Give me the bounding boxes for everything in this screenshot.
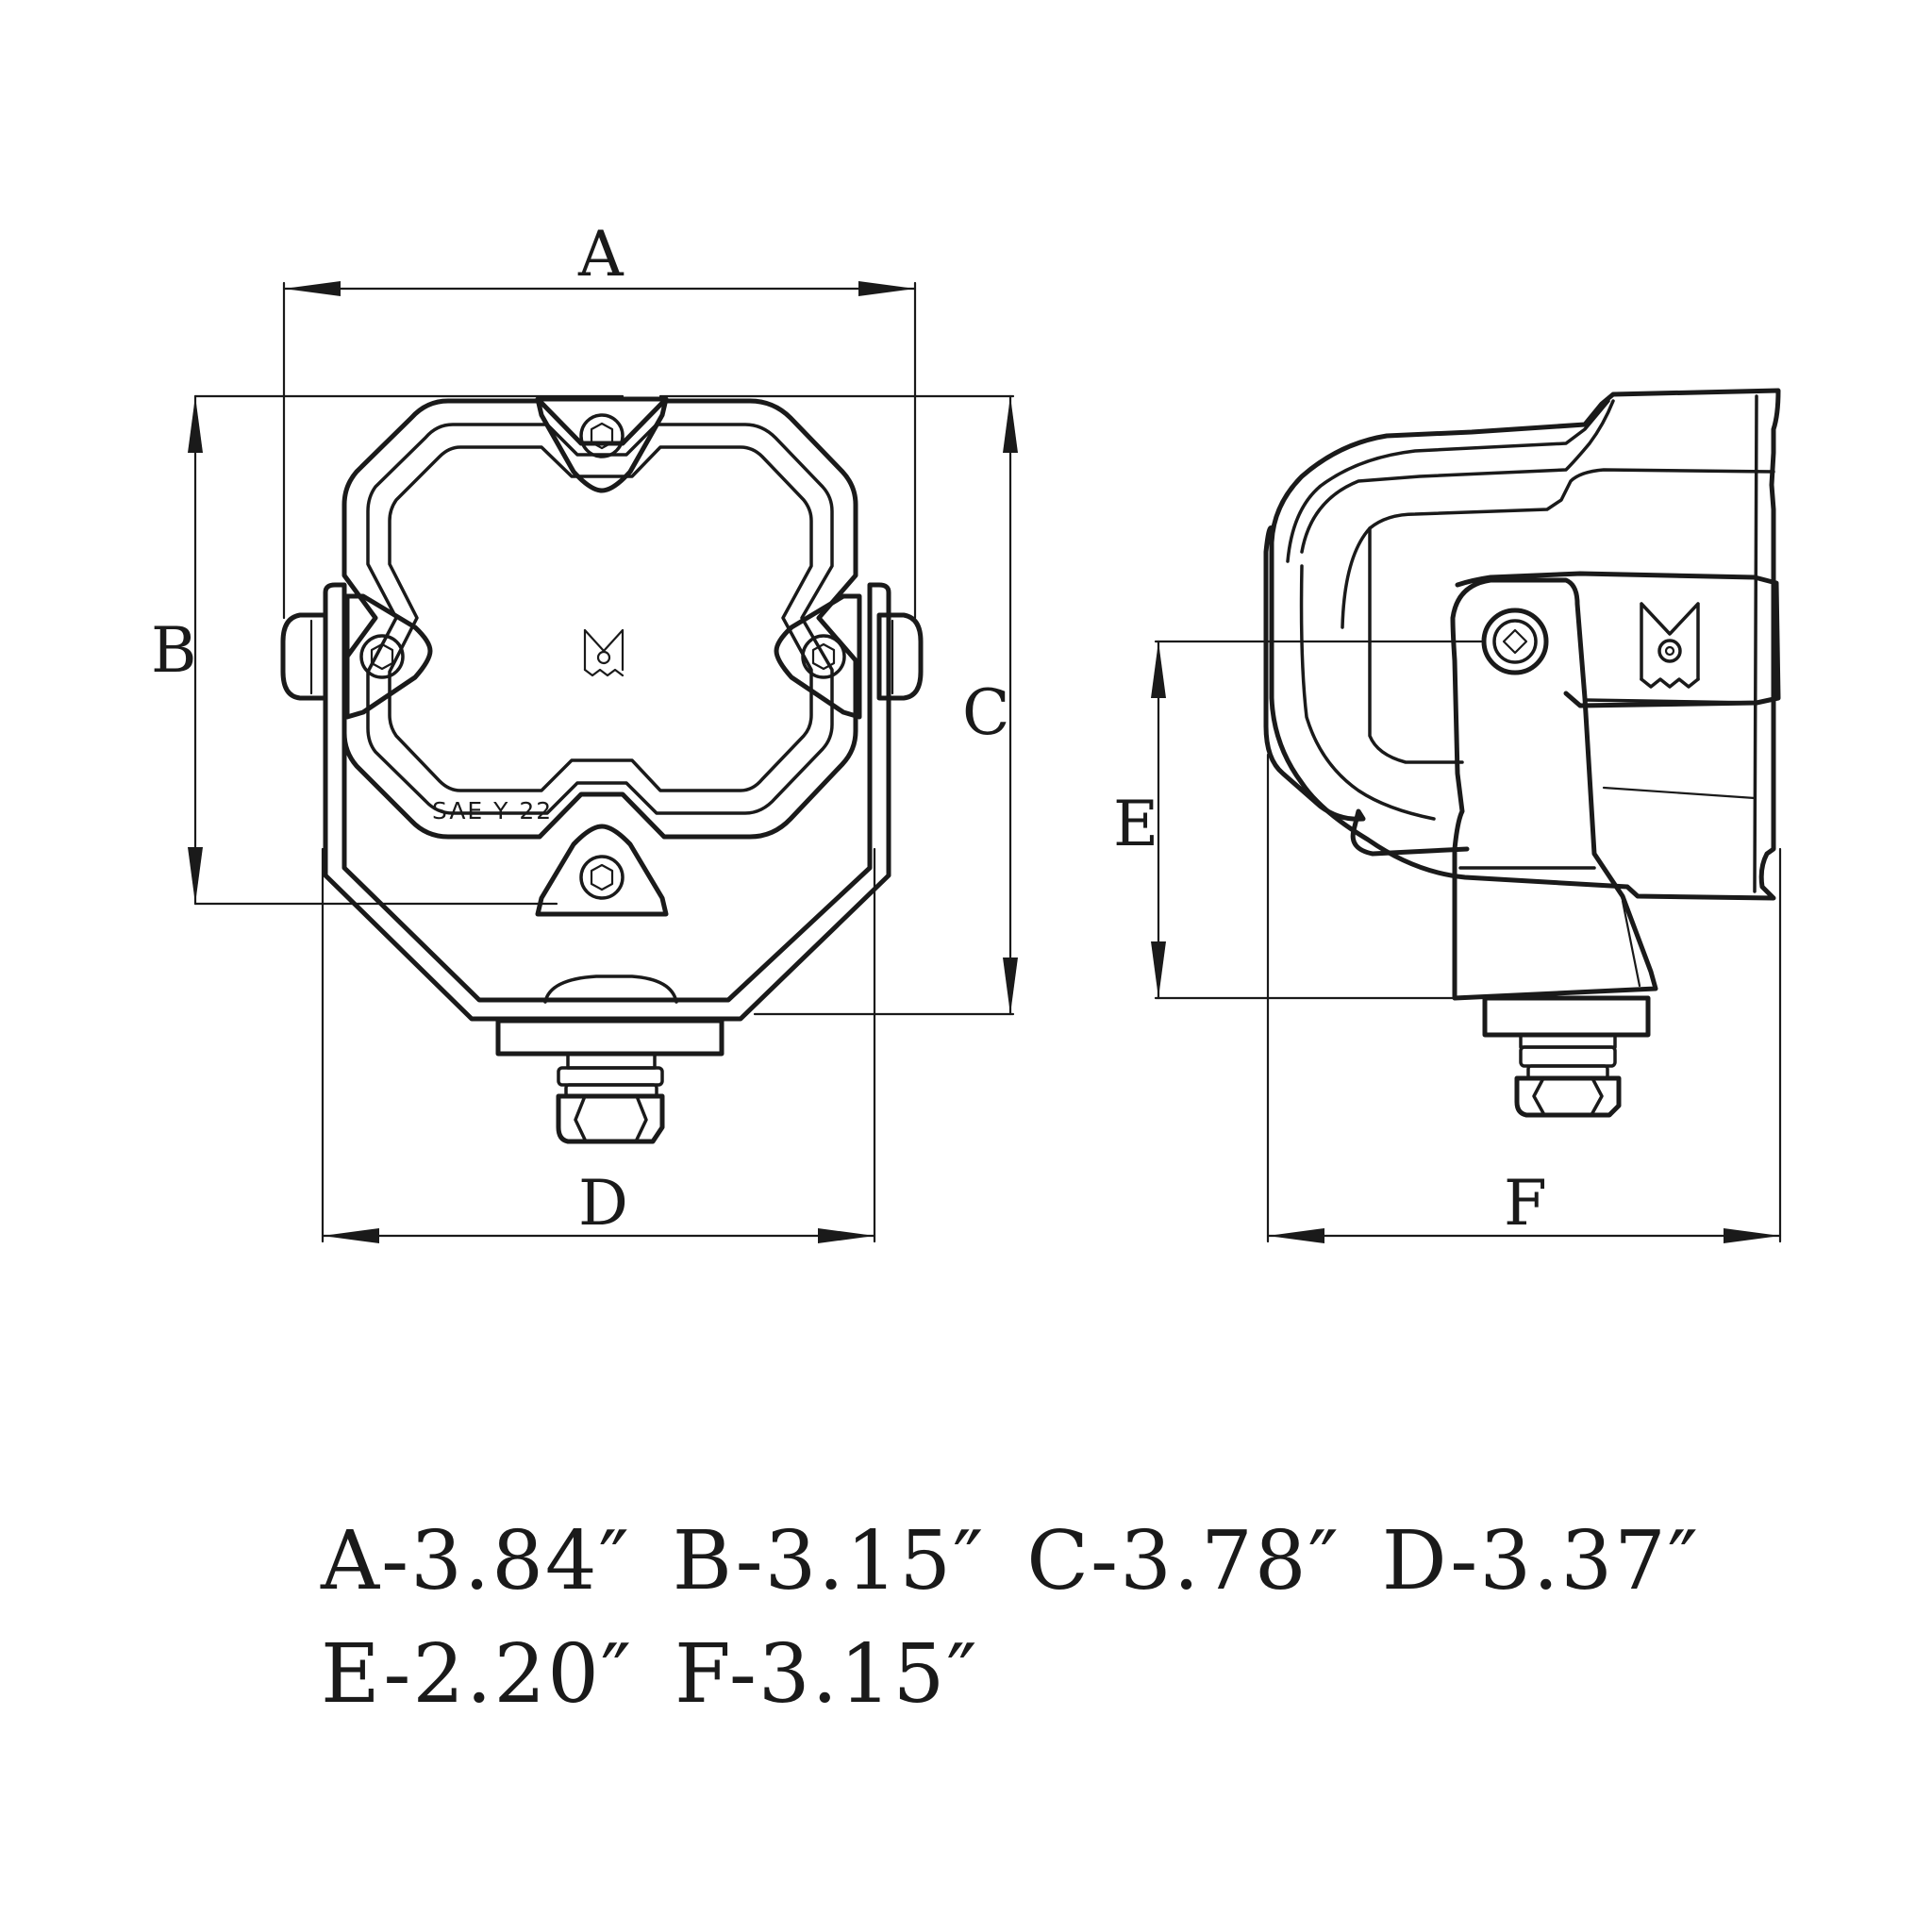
legend-d: D-3.37″ [1381,1514,1700,1608]
front-logo-icon [583,628,625,677]
dimension-e-label: E [1113,788,1158,860]
front-nut-icon [556,1093,665,1144]
side-base-plate [1482,995,1651,1038]
front-lens [388,445,813,792]
bottom-screw-icon [579,855,625,900]
front-bracket-bump [543,974,678,1004]
legend-a: A-3.84″ [321,1514,631,1608]
front-bracket [323,582,891,1022]
sae-marking-text: SAE Y 22 [432,797,553,824]
left-side-knob [280,612,328,701]
top-mount-tab [535,396,669,493]
side-bracket-arm [1450,577,1658,1001]
dimension-d-label: D [578,1167,628,1240]
side-hood-top [1286,399,1610,563]
dimension-f-label: F [1504,1167,1547,1240]
side-pivot-bolt-icon [1481,608,1549,675]
side-lens-curve [1300,399,1615,554]
side-body-outline [1269,388,1781,901]
right-mount-tab [774,593,862,720]
front-inner-bezel [366,423,834,815]
right-side-knob [876,612,924,701]
front-base-plate [495,1018,724,1057]
side-view [1263,388,1781,1118]
legend-c: C-3.78″ [1026,1514,1341,1608]
side-logo-icon [1640,602,1700,689]
dimension-b-label: B [151,614,197,687]
left-mount-tab [344,593,433,720]
dimension-a-label: A [577,218,625,291]
right-screw-icon [801,634,846,679]
front-view: SAE Y 22 [280,396,924,1144]
side-washer [1519,1045,1617,1068]
legend-f: F-3.15″ [675,1627,979,1722]
front-outer-bezel [341,398,858,840]
side-front-face [1263,525,1470,857]
legend-b: B-3.15″ [672,1514,986,1608]
legend-row-2: E-2.20″ F-3.15″ [321,1627,1021,1722]
side-rear-cap [1753,394,1758,893]
dimension-c-label: C [962,676,1010,749]
side-inner-bezel [1341,468,1775,629]
legend-e: E-2.20″ [321,1627,634,1722]
left-screw-icon [359,634,405,679]
front-washer [557,1066,664,1087]
top-screw-icon [579,413,625,458]
dimension-lines [188,281,1782,1243]
legend-row-1: A-3.84″ B-3.15″ C-3.78″ D-3.37″ [321,1514,1741,1608]
side-collar-band [1455,571,1781,708]
side-nut-icon [1514,1075,1622,1118]
bottom-mount-tab [535,824,669,917]
